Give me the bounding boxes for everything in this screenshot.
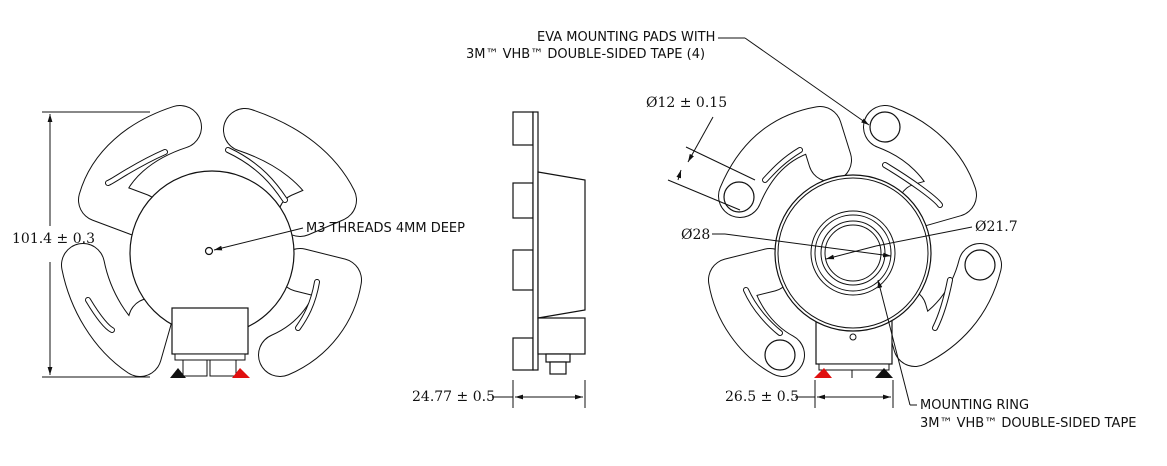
ring-outer-dimension: Ø28 xyxy=(681,227,711,243)
m3-thread-hole-icon xyxy=(204,246,214,256)
back-view xyxy=(667,37,1002,408)
height-dimension: 101.4 ± 0.3 xyxy=(12,231,95,247)
front-connector-housing xyxy=(171,307,249,355)
red-terminal-icon xyxy=(814,368,832,378)
pad-diameter-dimension: Ø12 ± 0.15 xyxy=(646,95,728,111)
front-arms xyxy=(61,105,362,377)
thread-note: M3 THREADS 4MM DEEP xyxy=(306,221,465,236)
ring-inner-dimension: Ø21.7 xyxy=(975,219,1018,235)
eva-pads xyxy=(723,111,996,371)
side-view xyxy=(492,111,586,408)
front-view xyxy=(42,105,362,378)
eva-pad xyxy=(723,181,755,213)
black-terminal-icon xyxy=(170,368,186,378)
eva-pad xyxy=(964,249,996,281)
mounting-ring xyxy=(810,210,896,296)
ring-note-line1: MOUNTING RING xyxy=(920,398,1030,413)
ring-note-line2: 3M™ VHB™ DOUBLE-SIDED TAPE xyxy=(920,416,1137,431)
pads-note-line1: EVA MOUNTING PADS WITH xyxy=(537,30,716,45)
eva-pad xyxy=(869,111,901,143)
black-terminal-icon xyxy=(875,368,893,378)
depth-dimension: 24.77 ± 0.5 xyxy=(412,389,495,405)
width-dimension: 26.5 ± 0.5 xyxy=(725,389,800,405)
pads-note-line2: 3M™ VHB™ DOUBLE-SIDED TAPE (4) xyxy=(466,47,706,62)
red-terminal-icon xyxy=(232,368,250,378)
eva-pad xyxy=(764,339,796,371)
